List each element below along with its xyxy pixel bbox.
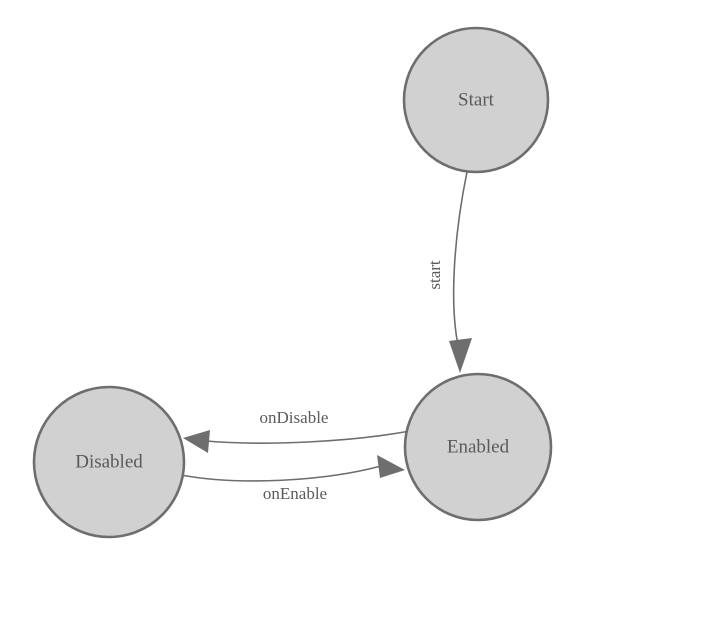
node-start-circle [402, 26, 550, 174]
edge-enabled-to-disabled-arrowhead [183, 430, 210, 453]
edge-enabled-to-disabled-label: onDisable [260, 408, 329, 427]
edge-start-to-enabled-arrowhead [449, 338, 472, 373]
node-disabled[interactable]: Disabled [32, 385, 186, 539]
node-disabled-circle [32, 385, 186, 539]
node-start-label: Start [458, 89, 495, 110]
edge-disabled-to-enabled-label: onEnable [263, 484, 327, 503]
node-start[interactable]: Start [402, 26, 550, 174]
edge-disabled-to-enabled[interactable]: onEnable [180, 455, 405, 503]
edge-disabled-to-enabled-arrowhead [377, 455, 405, 478]
edge-start-to-enabled-path [452, 171, 468, 346]
node-enabled[interactable]: Enabled [403, 372, 553, 522]
edge-start-to-enabled-label: start [425, 260, 444, 290]
node-enabled-label: Enabled [447, 436, 510, 457]
node-enabled-circle [403, 372, 553, 522]
edge-disabled-to-enabled-path [180, 465, 382, 482]
edge-enabled-to-disabled[interactable]: onDisable [183, 408, 411, 453]
edge-enabled-to-disabled-path [205, 430, 411, 444]
node-disabled-label: Disabled [75, 451, 143, 472]
edge-start-to-enabled[interactable]: start [425, 171, 472, 373]
